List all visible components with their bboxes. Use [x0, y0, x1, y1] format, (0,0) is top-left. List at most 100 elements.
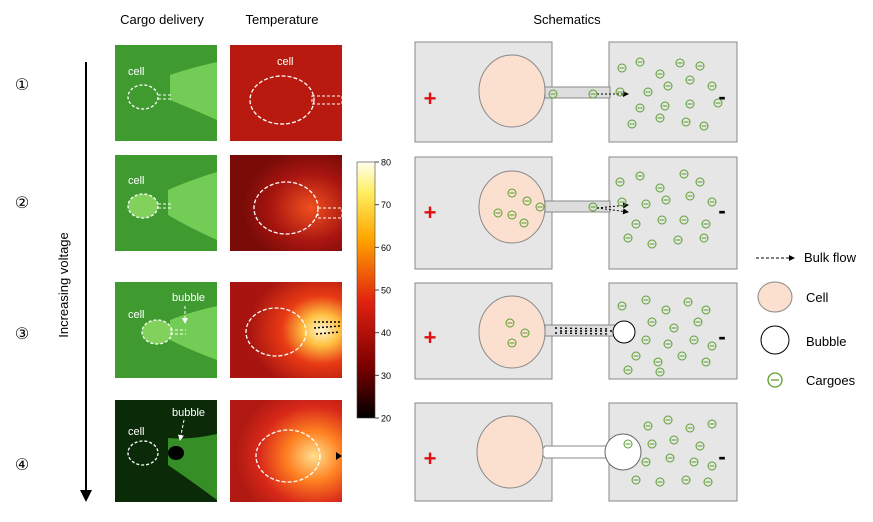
- cargo-cell-label-1: cell: [128, 66, 145, 78]
- schematic-row-3: + -: [414, 282, 738, 380]
- cargo-icon: [689, 457, 699, 467]
- cargo-icon: [663, 81, 673, 91]
- legend-bulk-flow-label: Bulk flow: [804, 250, 857, 265]
- cargo-icon: [707, 197, 717, 207]
- cargo-icon: [635, 103, 645, 113]
- cargo-icon: [588, 89, 598, 99]
- cargo-cell-label-4: cell: [128, 426, 145, 438]
- voltage-label: Increasing voltage: [56, 232, 71, 338]
- colorbar-tick-label: 30: [381, 371, 391, 381]
- cargo-icon: [647, 439, 657, 449]
- cargo-icon: [641, 295, 651, 305]
- cargo-icon: [681, 117, 691, 127]
- cargo-bubble-label-4: bubble: [172, 407, 205, 419]
- cargo-icon: [623, 365, 633, 375]
- cargo-icon: [695, 177, 705, 187]
- cargo-image-1: cell: [115, 45, 217, 141]
- cargo-icon: [635, 57, 645, 67]
- cargo-icon: [507, 338, 517, 348]
- cargo-icon: [707, 341, 717, 351]
- cargo-icon: [615, 177, 625, 187]
- schematic-bubble-3: [612, 320, 636, 344]
- positive-electrode-1: +: [424, 86, 437, 111]
- cargo-icon: [657, 215, 667, 225]
- cargo-icon: [679, 215, 689, 225]
- cargo-icon: [681, 475, 691, 485]
- cargo-icon: [655, 113, 665, 123]
- cargo-bubble-label-3: bubble: [172, 292, 205, 304]
- cargo-icon: [617, 197, 627, 207]
- cargo-icon: [505, 318, 515, 328]
- temperature-image-4: [230, 400, 342, 502]
- cargo-icon: [661, 195, 671, 205]
- cargo-icon: [520, 328, 530, 338]
- cargo-icon: [707, 461, 717, 471]
- cargo-image-2: cell: [115, 155, 217, 251]
- cargo-icon: [641, 335, 651, 345]
- cargo-icon: [627, 119, 637, 129]
- temperature-cell-label-1: cell: [277, 56, 294, 68]
- cargo-icon: [615, 87, 625, 97]
- cargo-icon: [548, 89, 558, 99]
- cargo-icon: [689, 335, 699, 345]
- negative-electrode-2: -: [718, 198, 725, 223]
- cargo-image-3: cell bubble: [115, 282, 217, 378]
- cargo-icon: [647, 239, 657, 249]
- legend-bubble-icon: [760, 325, 790, 355]
- schematic-cell-2: [478, 170, 546, 244]
- schematic-row-2: + -: [414, 156, 738, 270]
- cargo-icon: [707, 419, 717, 429]
- cargo-icon: [669, 323, 679, 333]
- legend: Bulk flow Cell Bubble Cargoes: [756, 250, 857, 388]
- cargo-icon: [695, 61, 705, 71]
- colorbar-tick-label: 50: [381, 286, 391, 296]
- cargo-icon: [669, 435, 679, 445]
- cargo-icon: [641, 457, 651, 467]
- cargo-icon: [617, 301, 627, 311]
- cargo-cell-label-2: cell: [128, 175, 145, 187]
- cargo-icon: [701, 219, 711, 229]
- cargo-icon: [707, 81, 717, 91]
- schematic-row-1: + -: [414, 41, 738, 143]
- cargo-icon: [677, 351, 687, 361]
- colorbar-tick-label: 40: [381, 328, 391, 338]
- temperature-colorbar: [356, 161, 376, 419]
- cargo-icon: [631, 475, 641, 485]
- cargo-icon: [655, 367, 665, 377]
- cargo-icon: [617, 63, 627, 73]
- cargo-cell-label-3: cell: [128, 309, 145, 321]
- cargo-icon: [623, 439, 633, 449]
- cargo-icon: [655, 183, 665, 193]
- colorbar-tick-label: 60: [381, 243, 391, 253]
- schematic-cell-3: [478, 295, 546, 369]
- cargo-icon: [653, 357, 663, 367]
- cargo-icon: [588, 202, 598, 212]
- header-cargo-delivery: Cargo delivery: [120, 12, 204, 27]
- schematic-cell-4: [476, 415, 544, 489]
- negative-electrode-1: -: [718, 84, 725, 109]
- positive-electrode-2: +: [424, 200, 437, 225]
- temperature-image-2: [230, 155, 343, 251]
- positive-electrode-4: +: [424, 446, 437, 471]
- cargo-icon: [519, 218, 529, 228]
- cargo-icon: [507, 188, 517, 198]
- legend-cargoes-label: Cargoes: [806, 373, 856, 388]
- cargo-icon: [685, 191, 695, 201]
- legend-cell-label: Cell: [806, 290, 829, 305]
- header-temperature: Temperature: [246, 12, 319, 27]
- temperature-image-3: [230, 282, 342, 378]
- cargo-icon: [673, 235, 683, 245]
- cargo-icon: [701, 305, 711, 315]
- cargo-icon: [623, 233, 633, 243]
- schematic-bubble-4: [604, 433, 642, 471]
- cargo-icon: [643, 87, 653, 97]
- cargo-icon: [493, 208, 503, 218]
- cargo-icon: [660, 101, 670, 111]
- schematic-row-4: + -: [414, 402, 738, 502]
- cargo-icon: [655, 69, 665, 79]
- cargo-image-4: cell bubble: [115, 400, 217, 502]
- cargo-icon: [661, 305, 671, 315]
- positive-electrode-3: +: [424, 325, 437, 350]
- negative-electrode-4: -: [718, 444, 725, 469]
